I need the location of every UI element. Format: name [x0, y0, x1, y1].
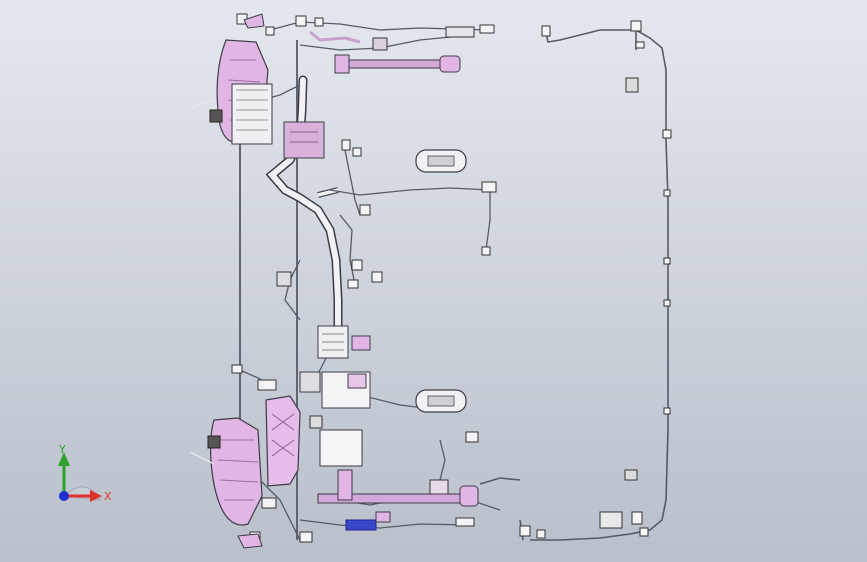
oval-lamp-upper: [415, 149, 467, 173]
coordinate-triad[interactable]: Y X: [58, 443, 112, 503]
y-axis-arrowhead: [58, 452, 70, 466]
x-axis-arrowhead: [90, 490, 102, 502]
center-connector-cluster: [299, 325, 371, 467]
lower-left-module: [189, 395, 301, 549]
y-axis-label: Y: [58, 443, 66, 456]
lower-rod-assembly: [317, 469, 479, 531]
right-harness-loop: [479, 27, 669, 541]
upper-left-module: [189, 13, 325, 159]
top-rod-assembly: [309, 30, 461, 74]
z-axis-point: [59, 491, 69, 501]
oval-lamp-lower: [415, 389, 467, 413]
x-axis-label: X: [104, 490, 112, 503]
main-harness-bundle: [265, 75, 343, 335]
right-harness-connectors: [519, 20, 672, 539]
